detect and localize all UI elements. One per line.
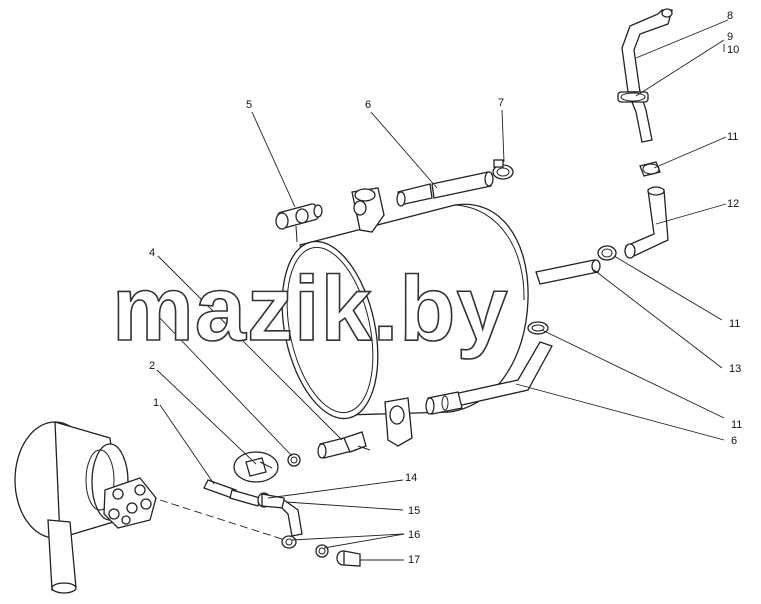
label-12: 12 xyxy=(727,198,739,210)
part-6-upper-hose xyxy=(396,171,494,207)
part-11-clamp-top xyxy=(639,161,661,177)
label-11-top: 11 xyxy=(727,131,738,143)
leader-lines xyxy=(156,19,729,561)
label-5: 5 xyxy=(246,99,252,111)
part-8-bent-pipe xyxy=(617,8,673,143)
part-16-washers xyxy=(281,535,329,558)
part-4-fitting xyxy=(317,431,371,459)
label-6-upper: 6 xyxy=(365,99,371,111)
label-8: 8 xyxy=(727,10,733,22)
tank xyxy=(281,187,529,447)
part-12-elbow-pipe xyxy=(624,186,669,259)
label-15: 15 xyxy=(408,505,420,517)
part-7-clamp xyxy=(492,159,514,180)
label-14: 14 xyxy=(405,472,417,484)
part-13-pipe xyxy=(535,259,601,285)
label-7: 7 xyxy=(498,97,504,109)
label-4: 4 xyxy=(149,247,155,259)
label-11-middle: 11 xyxy=(729,318,740,330)
compressor xyxy=(14,421,157,594)
label-9: 9 xyxy=(727,31,733,43)
part-11-clamp-lower xyxy=(527,321,549,335)
part-6-lower-hose xyxy=(425,341,553,415)
label-17: 17 xyxy=(408,554,420,566)
label-2: 2 xyxy=(149,360,155,372)
label-10: 10 xyxy=(727,44,739,56)
part-14-fitting xyxy=(257,492,285,509)
label-1: 1 xyxy=(153,397,159,409)
part-11-clamp-middle xyxy=(597,245,617,261)
part-5-valve xyxy=(275,203,323,243)
part-2-flange xyxy=(233,451,279,483)
label-16: 16 xyxy=(408,529,420,541)
label-6-lower: 6 xyxy=(731,435,737,447)
part-1-pipe xyxy=(203,479,261,507)
label-3: 3 xyxy=(149,307,155,319)
dashed-connection xyxy=(159,499,286,541)
label-13: 13 xyxy=(729,363,741,375)
part-17-plug xyxy=(336,550,361,567)
watermark: mazik.by xyxy=(112,258,509,360)
callout-labels: 1 2 3 4 5 6 6 7 8 9 10 11 11 11 12 13 14… xyxy=(149,10,742,566)
label-11-lower: 11 xyxy=(731,419,742,431)
part-3-nut xyxy=(287,453,301,467)
part-15-bend xyxy=(281,498,303,537)
